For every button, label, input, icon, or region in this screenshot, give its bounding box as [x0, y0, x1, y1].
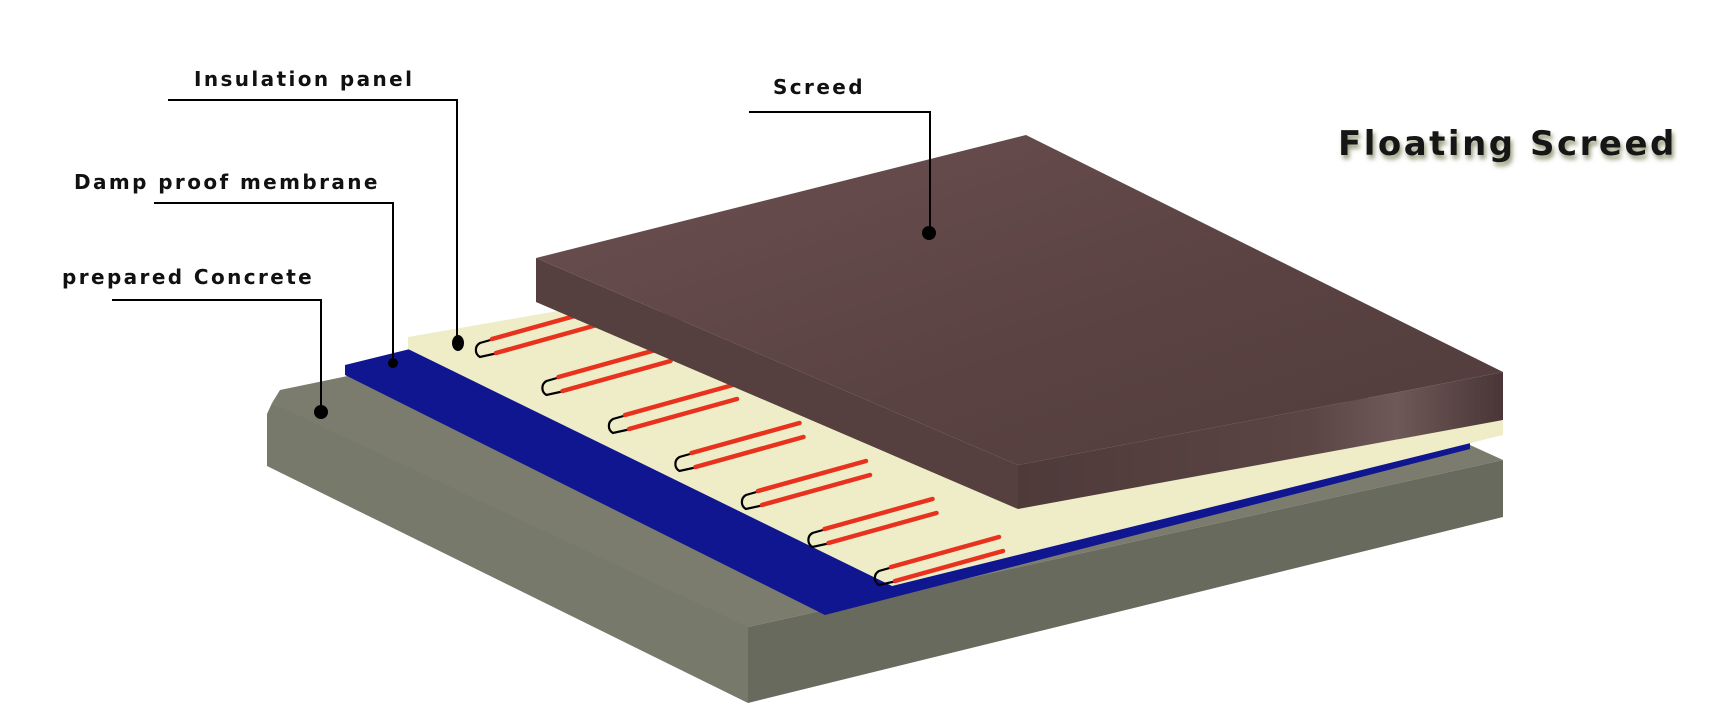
screed-top-face — [536, 135, 1503, 465]
insulation-panel-label: Insulation panel — [194, 67, 414, 91]
heating-pipe-run — [822, 496, 935, 532]
screed-label: Screed — [773, 75, 865, 99]
damp-proof-membrane-label: Damp proof membrane — [74, 170, 380, 194]
heating-pipe-bend — [807, 527, 831, 549]
damp-proof-membrane-dot — [388, 358, 398, 368]
heating-pipe-run — [556, 344, 669, 380]
heating-pipe-run — [755, 458, 869, 494]
screed-left-face — [536, 258, 1018, 509]
heating-pipe-bend — [607, 413, 632, 435]
screed-dot — [922, 226, 936, 240]
heating-pipe-loop — [674, 420, 806, 473]
heating-pipe-loop — [807, 496, 939, 549]
heating-pipe-bend — [873, 565, 898, 587]
heating-pipe-loop — [607, 382, 740, 435]
heating-pipe-loop — [740, 458, 873, 511]
heating-pipe-run — [759, 472, 873, 508]
heating-pipe-run — [493, 320, 607, 356]
insulation-panel-leader — [168, 99, 458, 343]
concrete-right-face — [748, 460, 1503, 703]
screed-leader — [749, 111, 931, 233]
heating-pipe-bend — [541, 375, 565, 397]
concrete-front-face — [267, 403, 748, 703]
concrete-dot — [314, 405, 328, 419]
concrete-leader — [112, 299, 322, 412]
screed-front-face — [1018, 372, 1503, 509]
heating-pipe-run — [888, 534, 1002, 570]
heating-pipe-run — [689, 420, 802, 456]
heating-pipe-loop — [541, 344, 673, 397]
heating-pipe-bend — [474, 337, 499, 359]
screed-slab — [536, 135, 1503, 509]
heating-pipe-run — [622, 382, 736, 418]
diagram-title: Floating Screed — [1338, 124, 1677, 164]
heating-pipe-run — [826, 510, 939, 546]
insulation-panel-dot — [452, 335, 464, 351]
heating-pipe-bend — [674, 451, 698, 473]
heating-pipe-run — [693, 434, 806, 470]
underfloor-heating-pipes — [474, 306, 1006, 587]
heating-pipe-run — [560, 358, 673, 394]
heating-pipe-bend — [740, 489, 765, 511]
heating-pipe-run — [892, 548, 1006, 584]
heating-pipe-run — [626, 396, 740, 432]
damp-proof-membrane-leader — [154, 202, 394, 362]
concrete-label: prepared Concrete — [62, 265, 314, 289]
heating-pipe-loop — [873, 534, 1006, 587]
